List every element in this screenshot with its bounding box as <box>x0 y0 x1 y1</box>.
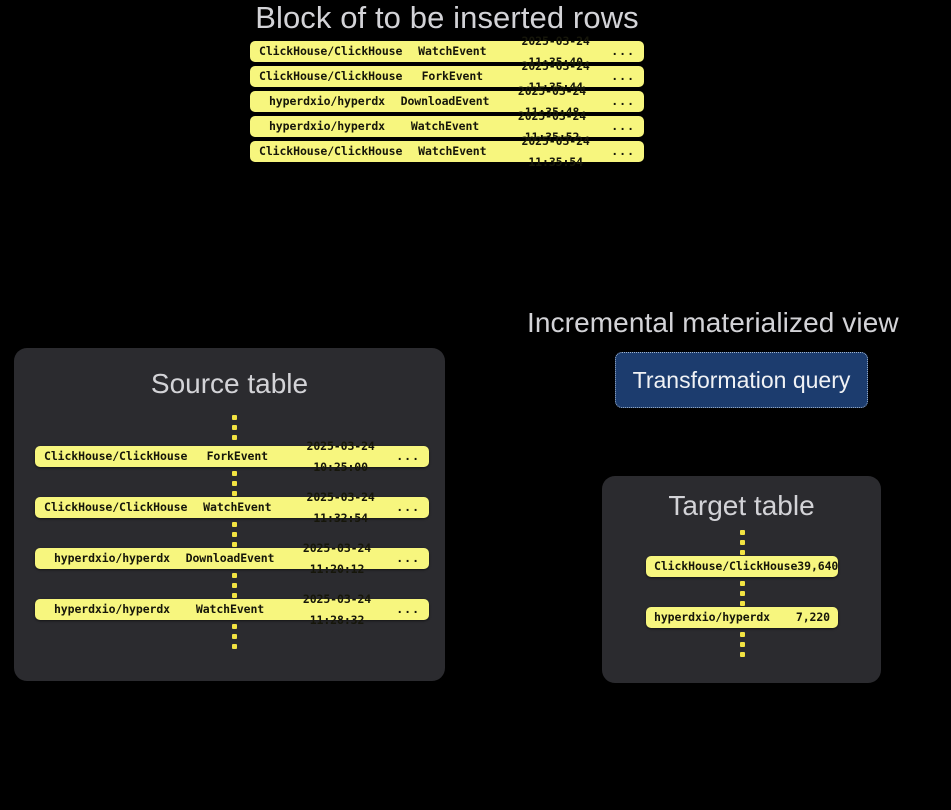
row-timestamp: 2025-03-24 11:35:40 <box>521 33 590 69</box>
ellipsis-dots <box>228 522 240 547</box>
transformation-query-box[interactable]: Transformation query <box>615 352 868 408</box>
table-row: ClickHouse/ClickHouse 39,640 <box>646 556 838 577</box>
row-event: ForkEvent <box>206 449 269 463</box>
row-timestamp: 2025-03-24 11:35:52 <box>517 108 587 144</box>
row-ellipsis: ... <box>611 69 635 83</box>
row-repository: ClickHouse/ClickHouse <box>44 500 188 514</box>
table-row: hyperdxio/hyperdx WatchEvent 2025-03-24 … <box>35 592 429 627</box>
row-repository: hyperdxio/hyperdx <box>53 551 170 565</box>
row-repository: hyperdxio/hyperdx <box>268 94 385 108</box>
row-repository: ClickHouse/ClickHouse <box>44 449 188 463</box>
row-event: WatchEvent <box>418 44 487 58</box>
row-timestamp: 2025-03-24 11:35:48 <box>517 83 587 119</box>
block-title: Block of to be inserted rows <box>255 0 639 35</box>
row-repository: hyperdxio/hyperdx <box>654 610 771 624</box>
row-timestamp: 2025-03-24 11:35:54 <box>521 133 590 169</box>
row-event: DownloadEvent <box>185 551 275 565</box>
table-row: ClickHouse/ClickHouse ForkEvent 2025-03-… <box>35 439 429 474</box>
table-row: ClickHouse/ClickHouse WatchEvent 2025-03… <box>35 490 429 525</box>
row-repository: ClickHouse/ClickHouse <box>259 44 403 58</box>
row-event: ForkEvent <box>421 69 484 83</box>
row-timestamp: 2025-03-24 11:28:32 <box>302 591 372 627</box>
row-ellipsis: ... <box>611 119 635 133</box>
ellipsis-dots <box>736 581 748 606</box>
ellipsis-dots <box>228 471 240 496</box>
row-event: WatchEvent <box>418 144 487 158</box>
row-event: WatchEvent <box>203 500 272 514</box>
block-row: ClickHouse/ClickHouse ForkEvent 2025-03-… <box>250 59 644 94</box>
row-repository: ClickHouse/ClickHouse <box>259 144 403 158</box>
ellipsis-dots <box>736 530 748 555</box>
block-row: ClickHouse/ClickHouse WatchEvent 2025-03… <box>250 34 644 69</box>
row-count: 39,640 <box>797 559 839 573</box>
ellipsis-dots <box>228 573 240 598</box>
table-row: hyperdxio/hyperdx DownloadEvent 2025-03-… <box>35 541 429 576</box>
target-table-panel: Target table ClickHouse/ClickHouse 39,64… <box>602 476 881 683</box>
row-ellipsis: ... <box>396 449 420 463</box>
materialized-view-title: Incremental materialized view <box>527 307 899 338</box>
block-row: hyperdxio/hyperdx DownloadEvent 2025-03-… <box>250 84 644 119</box>
row-timestamp: 2025-03-24 11:20:12 <box>302 540 372 576</box>
row-repository: ClickHouse/ClickHouse <box>654 559 798 573</box>
target-table-title: Target table <box>668 490 815 521</box>
row-timestamp: 2025-03-24 11:35:44 <box>521 58 590 94</box>
row-repository: hyperdxio/hyperdx <box>268 119 385 133</box>
block-row: hyperdxio/hyperdx WatchEvent 2025-03-24 … <box>250 109 644 144</box>
row-ellipsis: ... <box>396 551 420 565</box>
row-event: DownloadEvent <box>400 94 490 108</box>
row-count: 7,220 <box>795 610 830 624</box>
row-event: WatchEvent <box>410 119 480 133</box>
row-ellipsis: ... <box>396 500 420 514</box>
source-table-title: Source table <box>150 368 309 399</box>
row-repository: hyperdxio/hyperdx <box>53 602 170 616</box>
row-timestamp: 2025-03-24 10:25:00 <box>306 438 375 474</box>
table-row: hyperdxio/hyperdx 7,220 <box>646 607 838 628</box>
row-ellipsis: ... <box>611 144 635 158</box>
row-ellipsis: ... <box>611 44 635 58</box>
ellipsis-dots <box>228 624 240 649</box>
ellipsis-dots <box>228 415 240 440</box>
row-ellipsis: ... <box>396 602 420 616</box>
source-table-panel: Source table ClickHouse/ClickHouse ForkE… <box>14 348 445 681</box>
row-timestamp: 2025-03-24 11:32:54 <box>306 489 375 525</box>
row-ellipsis: ... <box>611 94 635 108</box>
row-repository: ClickHouse/ClickHouse <box>259 69 403 83</box>
block-row: ClickHouse/ClickHouse WatchEvent 2025-03… <box>250 134 644 169</box>
ellipsis-dots <box>736 632 748 657</box>
row-event: WatchEvent <box>195 602 265 616</box>
